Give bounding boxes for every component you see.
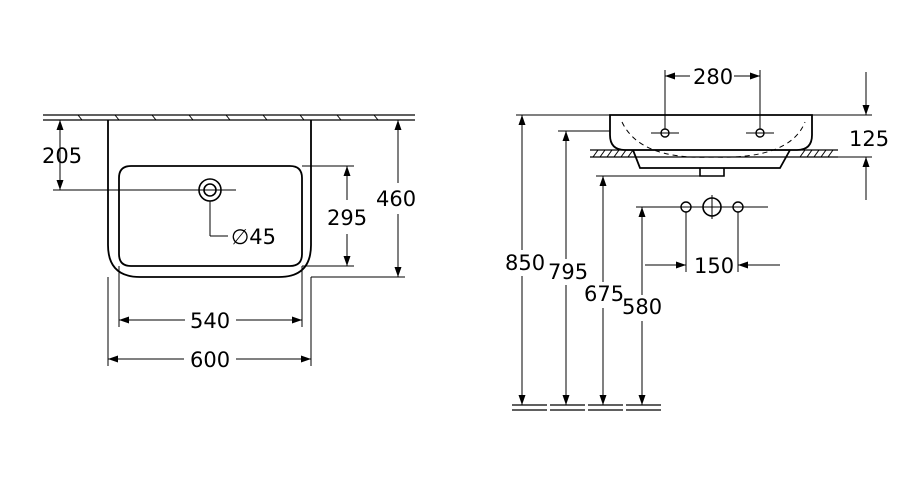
connection-holes [636,195,768,219]
dim-600-label: 600 [190,348,230,372]
wall-hatch [43,114,415,121]
dim-460-label: 460 [376,187,416,211]
plan-view: 205 ∅45 295 460 540 [42,114,416,372]
dim-295-label: 295 [327,206,367,230]
dim-125 [790,72,872,200]
dim-850-label: 850 [505,251,545,275]
basin-base [632,149,791,169]
dim-580-label: 580 [622,295,662,319]
basin-outline [107,120,312,278]
dim-540-label: 540 [190,309,230,333]
fixing-hole-left [651,128,679,138]
dim-125-label: 125 [849,127,889,151]
dim-205-label: 205 [42,144,82,168]
basin-front [609,114,813,151]
dim-tap-hole-leader [209,201,228,237]
dim-795-label: 795 [548,260,588,284]
floor-markers [512,404,661,411]
dim-150-label: 150 [694,254,734,278]
dim-600 [107,277,312,366]
waste-outlet [699,168,725,177]
basin-bowl-hidden [621,121,806,158]
dim-280-label: 280 [693,65,733,89]
dim-675-label: 675 [584,282,624,306]
extension-lines [516,114,700,208]
side-view: 280 125 150 [505,65,889,411]
dim-295 [302,165,354,267]
basin-bowl [118,165,303,267]
fixing-hole-right [746,128,774,138]
dim-540 [118,266,303,327]
dim-150 [645,212,780,272]
dim-tap-hole-label: ∅45 [231,225,276,249]
dim-280 [664,70,761,129]
counter-surface [590,149,838,158]
dim-460 [311,120,405,278]
dim-205 [53,120,236,191]
